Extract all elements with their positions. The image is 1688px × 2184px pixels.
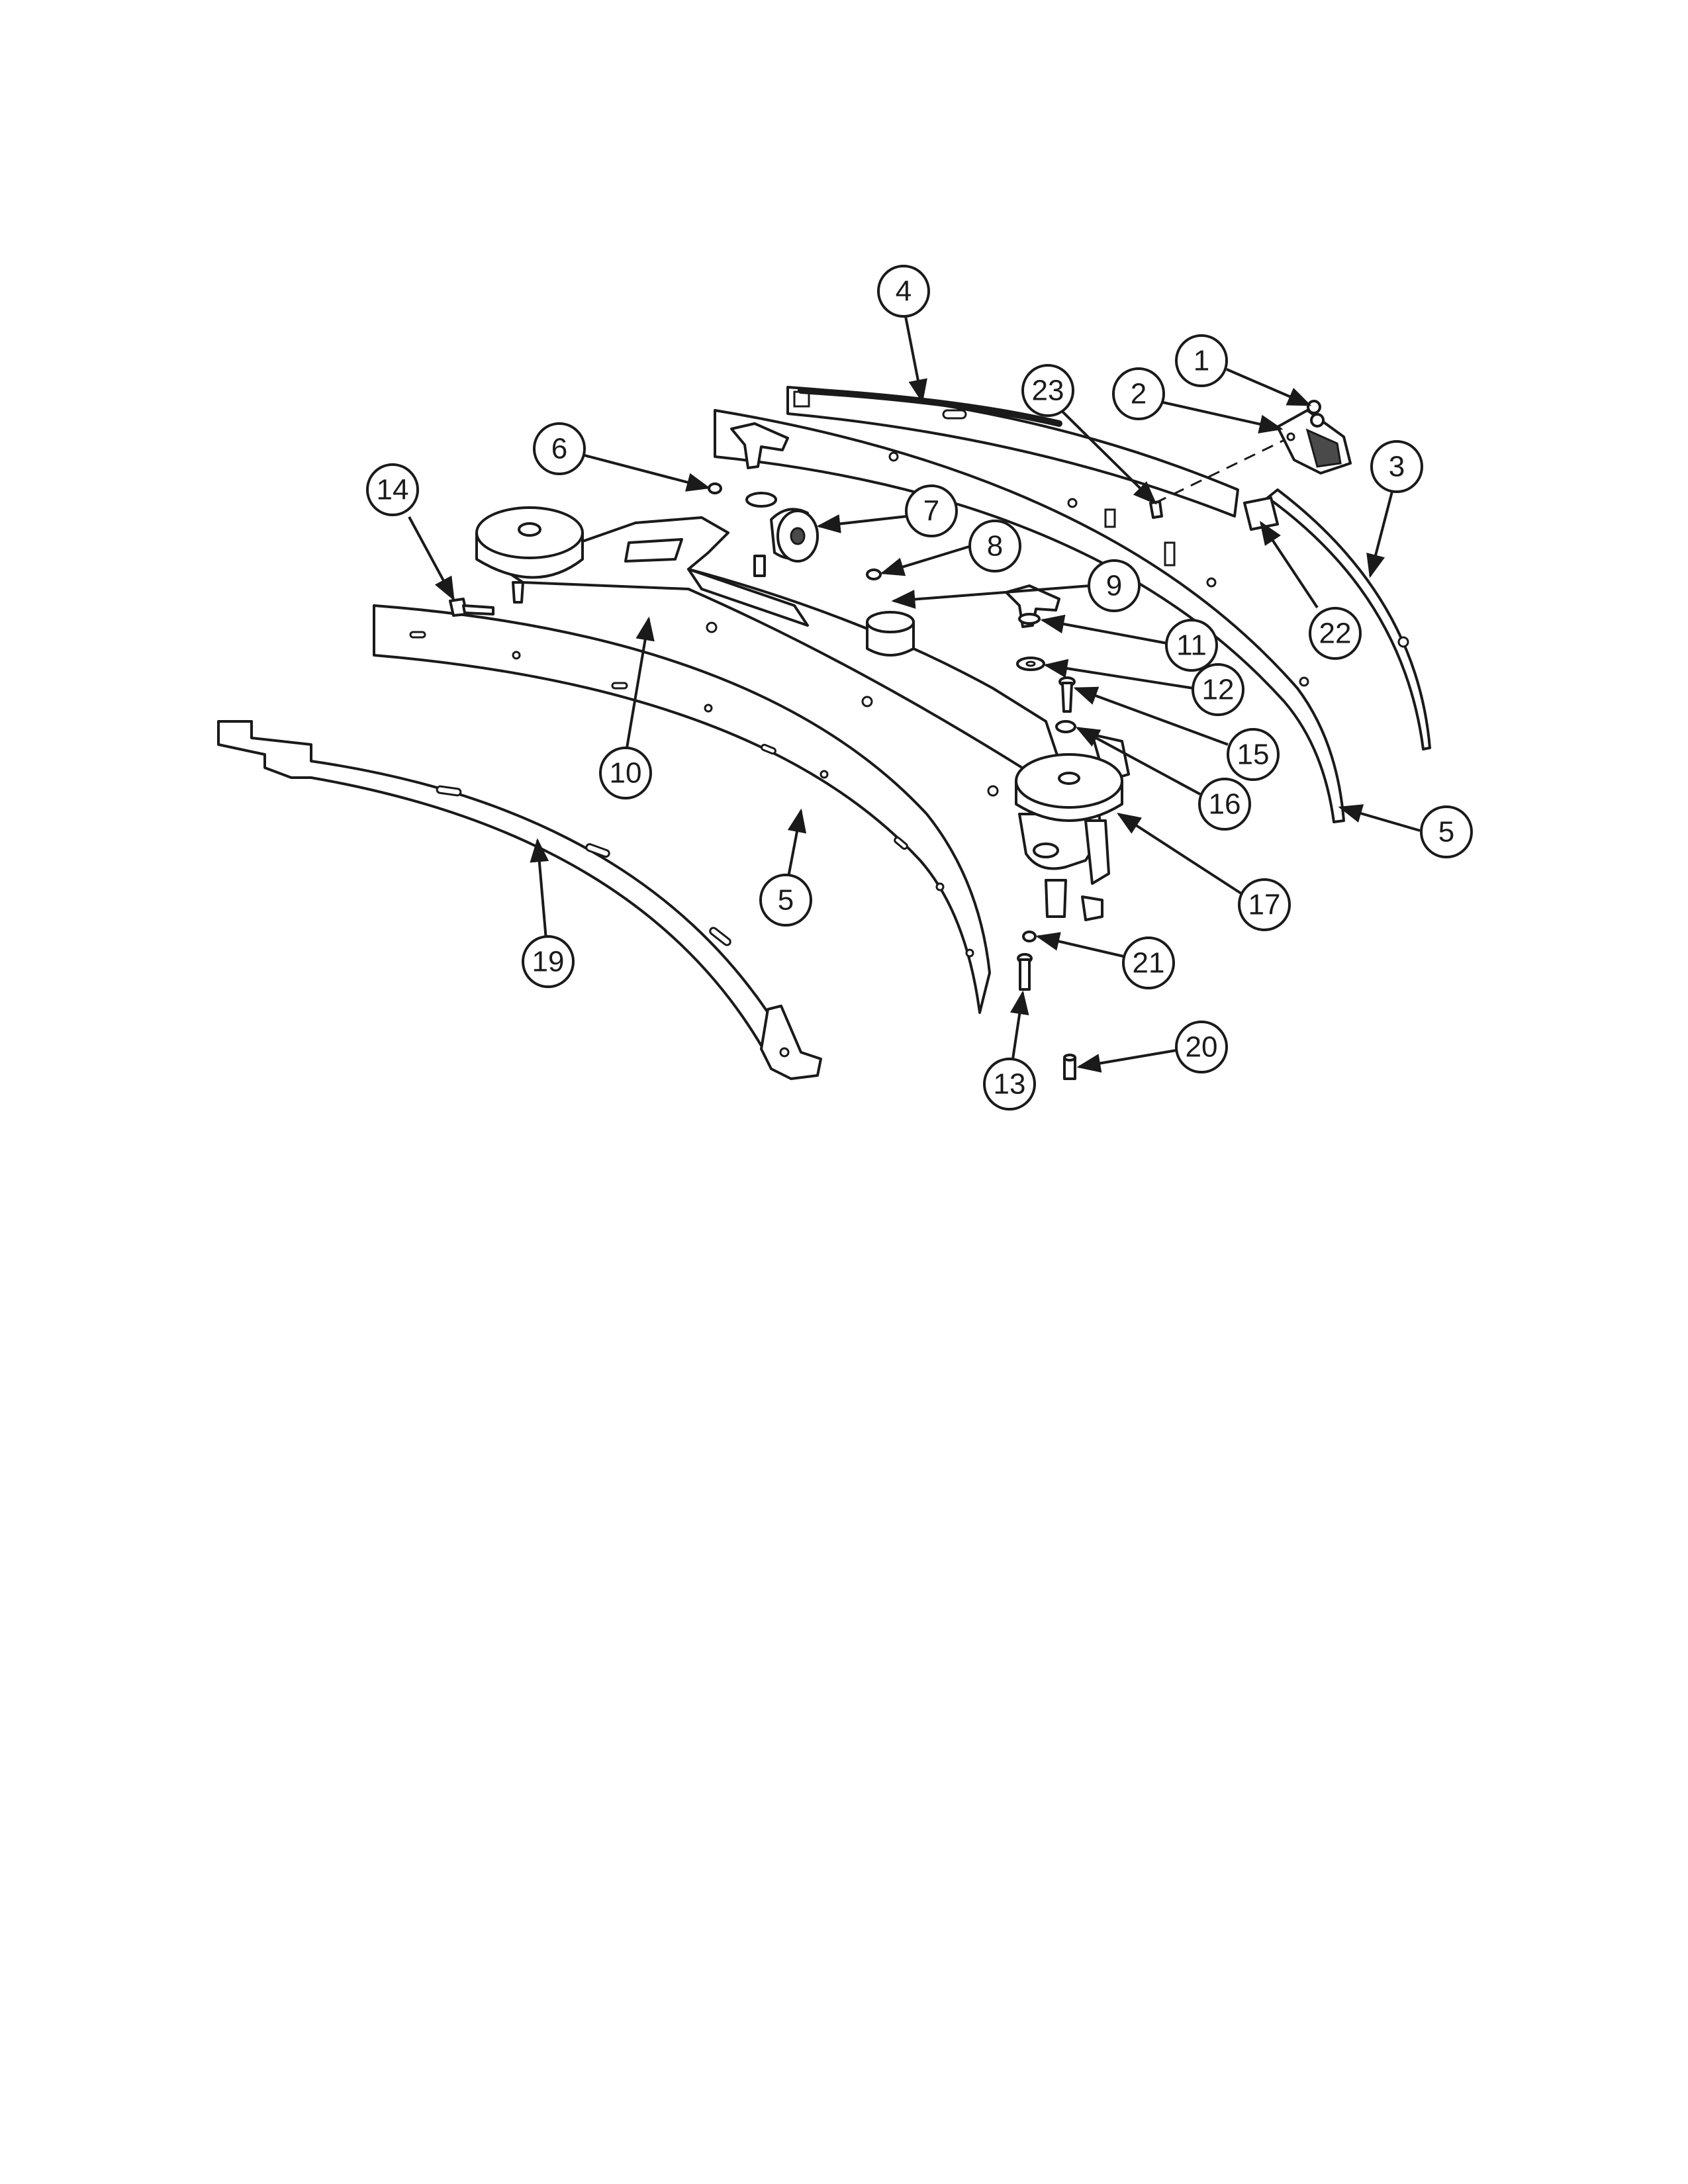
leader-5a — [1338, 804, 1421, 832]
svg-text:7: 7 — [923, 495, 939, 527]
callout-5-right: 5 — [1420, 805, 1473, 858]
svg-text:8: 8 — [987, 530, 1003, 563]
callout-1: 1 — [1175, 334, 1228, 387]
part-3-rear-strip — [1266, 488, 1431, 751]
leader-16 — [1075, 727, 1201, 796]
part-12-washer — [1016, 657, 1045, 671]
part-5-front-blade — [373, 604, 991, 1014]
leader-3 — [1366, 486, 1395, 578]
callout-4: 4 — [877, 265, 930, 318]
part-16-washer — [1055, 720, 1076, 733]
part-19-front-rail — [217, 720, 822, 1080]
leader-12 — [1043, 659, 1194, 690]
callout-16: 16 — [1198, 778, 1251, 831]
callout-7: 7 — [905, 484, 958, 537]
svg-text:19: 19 — [532, 946, 565, 978]
callout-21: 21 — [1122, 936, 1175, 989]
svg-text:1: 1 — [1194, 345, 1209, 377]
leader-15 — [1073, 686, 1229, 746]
svg-text:9: 9 — [1106, 570, 1122, 602]
callout-8: 8 — [968, 520, 1021, 572]
leader-13 — [1009, 990, 1029, 1060]
callout-6: 6 — [533, 422, 586, 475]
callout-22: 22 — [1309, 607, 1362, 660]
part-6-bolt — [708, 482, 777, 577]
svg-text:11: 11 — [1176, 629, 1207, 662]
svg-text:12: 12 — [1202, 674, 1235, 706]
callouts: 1 2 3 4 5 5 6 7 8 9 10 11 12 13 14 15 16… — [366, 265, 1473, 1111]
leader-8 — [880, 545, 972, 576]
svg-text:10: 10 — [610, 757, 642, 790]
svg-text:3: 3 — [1389, 451, 1405, 483]
leader-23 — [1058, 407, 1157, 505]
leader-20 — [1076, 1049, 1177, 1073]
callout-14: 14 — [366, 463, 419, 516]
svg-text:2: 2 — [1131, 378, 1147, 410]
leader-5b — [786, 808, 807, 881]
callout-12: 12 — [1192, 663, 1244, 716]
callout-5-front: 5 — [759, 874, 812, 927]
svg-text:5: 5 — [1438, 816, 1454, 848]
callout-17: 17 — [1238, 878, 1291, 931]
svg-text:21: 21 — [1133, 947, 1165, 979]
part-10-main-arm — [502, 516, 1060, 797]
callout-9: 9 — [1088, 559, 1141, 612]
part-8-washer — [866, 569, 882, 580]
svg-text:15: 15 — [1237, 739, 1270, 771]
svg-text:23: 23 — [1032, 375, 1064, 407]
part-23-pin — [1149, 439, 1285, 519]
part-13-bolt — [1017, 953, 1033, 991]
callout-23: 23 — [1021, 364, 1074, 417]
leader-11 — [1040, 614, 1168, 645]
leader-4 — [904, 312, 927, 404]
svg-text:22: 22 — [1319, 617, 1352, 650]
leader-1 — [1226, 368, 1312, 406]
leader-7 — [816, 514, 908, 533]
callout-11: 11 — [1165, 619, 1218, 672]
leader-14 — [408, 516, 455, 602]
callout-13: 13 — [983, 1058, 1036, 1111]
left-pulley — [475, 506, 584, 604]
svg-text:13: 13 — [994, 1068, 1026, 1101]
part-15-screw — [1058, 676, 1076, 713]
svg-text:20: 20 — [1186, 1031, 1218, 1064]
leader-22 — [1260, 521, 1319, 609]
svg-text:14: 14 — [377, 474, 409, 506]
svg-text:6: 6 — [551, 433, 567, 465]
leader-17 — [1116, 813, 1243, 895]
leader-21 — [1035, 932, 1124, 958]
svg-text:17: 17 — [1248, 889, 1281, 921]
leader-10 — [626, 616, 655, 749]
svg-text:5: 5 — [778, 884, 794, 917]
callout-2: 2 — [1112, 367, 1165, 420]
part-21-fitting — [1022, 931, 1037, 942]
leader-9 — [891, 584, 1091, 609]
part-5-rear-blade — [714, 409, 1345, 823]
upper-t-knob — [730, 422, 789, 469]
callout-15: 15 — [1227, 728, 1280, 781]
part-7-roller — [770, 508, 819, 563]
callout-10: 10 — [599, 747, 652, 799]
part-4-upper-plate — [786, 386, 1239, 567]
leader-6 — [581, 453, 711, 492]
callout-19: 19 — [522, 935, 575, 988]
leader-19 — [530, 838, 549, 940]
part-17-right-pulley — [1015, 733, 1130, 921]
part-2-bracket — [1276, 409, 1352, 475]
part-20-pin — [1063, 1054, 1076, 1080]
leader-2 — [1162, 401, 1284, 433]
svg-text:16: 16 — [1209, 788, 1241, 821]
callout-20: 20 — [1175, 1021, 1228, 1073]
part-14-fastener — [449, 598, 494, 617]
sleeve — [866, 611, 915, 657]
callout-3: 3 — [1370, 440, 1423, 493]
svg-text:4: 4 — [896, 275, 912, 308]
leader-lines — [408, 312, 1421, 1073]
